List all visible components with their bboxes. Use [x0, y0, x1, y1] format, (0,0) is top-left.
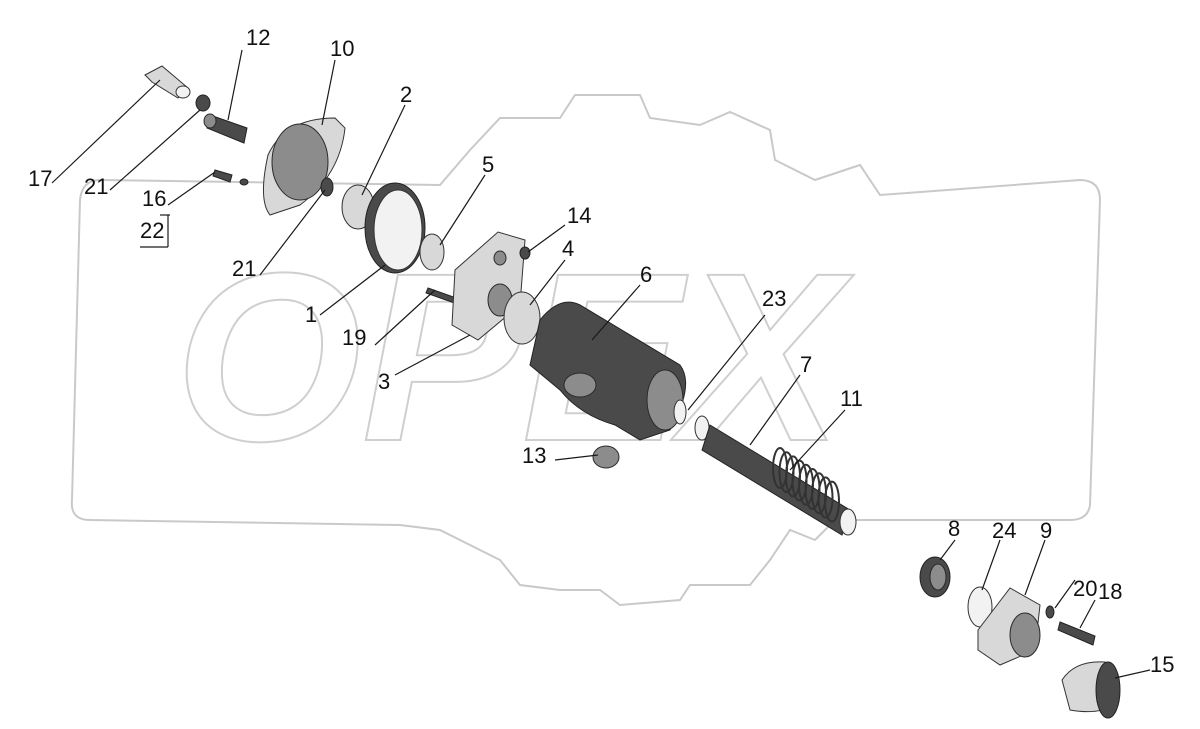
screw-16: [212, 169, 249, 186]
spring-coil: [817, 476, 834, 519]
callout-2: 2: [400, 82, 412, 107]
washer-20: [1045, 605, 1055, 619]
callout-7: 7: [800, 352, 812, 377]
callout-15: 15: [1150, 652, 1174, 677]
callout-24: 24: [992, 518, 1016, 543]
nut-14: [519, 246, 531, 260]
ring-8: [919, 556, 951, 598]
callout-14: 14: [567, 203, 591, 228]
callout-6: 6: [640, 262, 652, 287]
callout-4: 4: [562, 236, 574, 261]
oring-23a: [673, 399, 687, 425]
callout-18: 18: [1098, 579, 1122, 604]
cover-10: [263, 117, 346, 216]
body-6: [529, 301, 687, 441]
washer-21-top: [195, 94, 211, 112]
gasket-4: [503, 291, 541, 345]
bolt-18: [1057, 621, 1096, 646]
piston-7: [701, 424, 857, 536]
callout-8: 8: [948, 516, 960, 541]
callout-13: 13: [522, 443, 546, 468]
diaphragm-1: [364, 182, 426, 274]
ring-5: [419, 233, 445, 271]
plug-13: [592, 445, 620, 469]
callout-19: 19: [342, 325, 366, 350]
callout-labels: 17 21 12 10 16 22 21 2 5 1 19 3 14 4 6 2…: [28, 25, 1174, 677]
callout-11: 11: [840, 386, 863, 411]
spring-11: [772, 447, 840, 523]
cap-15: [1061, 661, 1121, 719]
callout-1: 1: [305, 302, 317, 327]
callout-5: 5: [482, 152, 494, 177]
callout-21-a: 21: [84, 174, 108, 199]
callout-12: 12: [246, 25, 270, 50]
callout-9: 9: [1040, 518, 1052, 543]
flange-9: [977, 587, 1041, 666]
callout-22: 22: [140, 218, 164, 243]
callout-20: 20: [1073, 576, 1097, 601]
sleeve-12: [203, 113, 248, 144]
bolt-17: [144, 65, 191, 99]
callout-10: 10: [330, 36, 354, 61]
callout-16: 16: [142, 186, 166, 211]
spring-coil: [824, 480, 840, 523]
callout-21-b: 21: [232, 256, 256, 281]
callout-17: 17: [28, 166, 52, 191]
callout-3: 3: [378, 369, 390, 394]
leader-lines: [51, 49, 1151, 679]
callout-23: 23: [762, 286, 786, 311]
